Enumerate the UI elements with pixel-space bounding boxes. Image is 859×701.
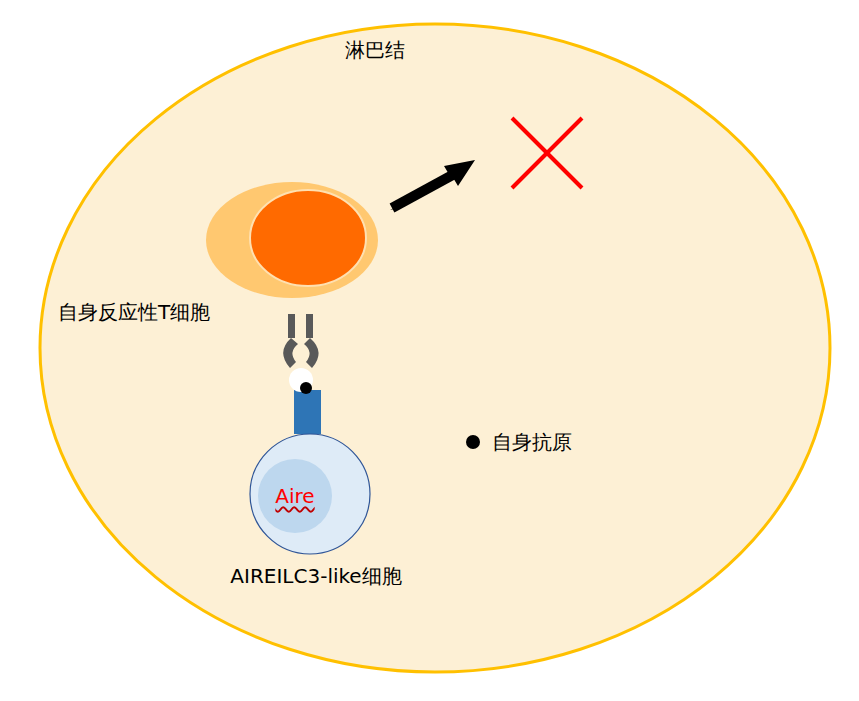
t-cell-nucleus bbox=[250, 190, 366, 286]
aire-cell: AireAIREILC3-like细胞 bbox=[248, 432, 372, 556]
illustration bbox=[38, 22, 832, 674]
legend-text: 自身抗原 bbox=[492, 430, 572, 454]
tcr-claw bbox=[283, 338, 298, 368]
node-title: 淋巴结 bbox=[345, 38, 405, 62]
mhc-molecule bbox=[294, 390, 321, 434]
cell-label: AIREILC3-like细胞 bbox=[230, 564, 401, 588]
elimination-arrow-shaft bbox=[392, 172, 458, 208]
self-antigen-dot bbox=[300, 382, 312, 394]
t-cell-body bbox=[206, 182, 378, 298]
lymph-node: 自身反应性T细胞AireAIREILC3-like细胞淋巴结 bbox=[38, 22, 832, 674]
t-cell: 自身反应性T细胞 bbox=[205, 180, 380, 300]
legend-row: 自身抗原 bbox=[466, 430, 572, 454]
cell-label: 自身反应性T细胞 bbox=[58, 300, 210, 324]
elimination-arrow bbox=[390, 160, 475, 210]
tcr-stem bbox=[306, 314, 313, 338]
aire-nucleus-circle bbox=[258, 459, 332, 533]
lymph-node-ellipse bbox=[40, 24, 830, 672]
lymph-node-outline bbox=[38, 22, 832, 674]
gene-label: Aire bbox=[275, 484, 314, 508]
cross-mark bbox=[512, 118, 582, 188]
t-cell-outline bbox=[205, 180, 380, 300]
tcr-claw bbox=[304, 338, 319, 368]
aire-cell-circle bbox=[250, 434, 370, 554]
tcr-stem bbox=[288, 314, 295, 338]
cross-mark bbox=[512, 118, 582, 188]
aire-nucleus: Aire bbox=[257, 458, 333, 534]
legend-swatch bbox=[466, 435, 480, 449]
